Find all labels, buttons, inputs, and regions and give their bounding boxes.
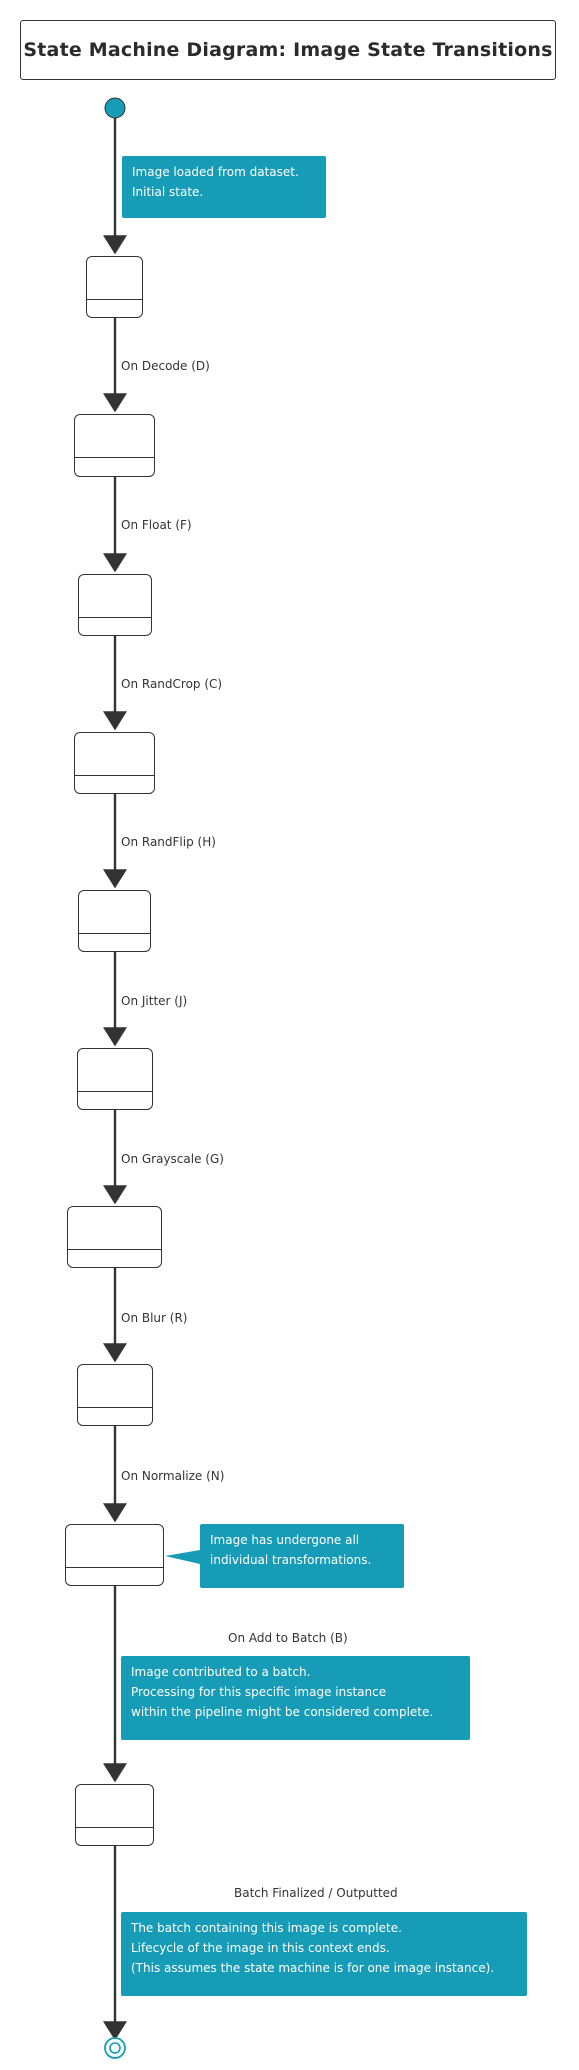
note-line: Image has undergone all xyxy=(210,1533,360,1547)
note-line: Processing for this specific image insta… xyxy=(131,1685,387,1699)
state-box-cropped xyxy=(74,732,155,794)
transition-label-randcrop: On RandCrop (C) xyxy=(121,677,223,691)
transition-label-jitter: On Jitter (J) xyxy=(121,994,188,1008)
diagram-title: State Machine Diagram: Image State Trans… xyxy=(23,39,553,61)
transition-label-float: On Float (F) xyxy=(121,518,192,532)
note-transformations-complete: Image has undergone all individual trans… xyxy=(200,1524,404,1588)
transition-label-decode: On Decode (D) xyxy=(121,359,210,373)
note-line: individual transformations. xyxy=(210,1553,372,1567)
state-box-float xyxy=(78,574,152,636)
note-line: Lifecycle of the image in this context e… xyxy=(131,1941,390,1955)
note-line: The batch containing this image is compl… xyxy=(131,1921,402,1935)
state-box-normalized xyxy=(65,1524,164,1586)
state-box-grayscale xyxy=(67,1206,162,1268)
transition-label-add-to-batch: On Add to Batch (B) xyxy=(228,1631,348,1645)
state-box-loaded xyxy=(86,256,143,318)
note-line: Image contributed to a batch. xyxy=(131,1665,311,1679)
initial-state-node xyxy=(104,97,126,119)
note-batch-contribution: Image contributed to a batch. Processing… xyxy=(121,1656,470,1740)
transition-label-grayscale: On Grayscale (G) xyxy=(121,1152,224,1166)
note-line: (This assumes the state machine is for o… xyxy=(131,1961,495,1975)
transition-label-randflip: On RandFlip (H) xyxy=(121,835,216,849)
note-line: Initial state. xyxy=(132,185,204,199)
state-box-batched xyxy=(75,1784,154,1846)
note-initial-state: Image loaded from dataset. Initial state… xyxy=(122,156,326,218)
transition-label-blur: On Blur (R) xyxy=(121,1311,188,1325)
note-line: Image loaded from dataset. xyxy=(132,165,299,179)
transition-label-finalized: Batch Finalized / Outputted xyxy=(234,1886,398,1900)
transition-label-normalize: On Normalize (N) xyxy=(121,1469,225,1483)
diagram-title-box: State Machine Diagram: Image State Trans… xyxy=(20,20,556,80)
note-line: within the pipeline might be considered … xyxy=(131,1705,434,1719)
note-lifecycle-end: The batch containing this image is compl… xyxy=(121,1912,527,1996)
state-box-jittered xyxy=(77,1048,153,1110)
final-state-node xyxy=(104,2037,126,2059)
state-box-decoded xyxy=(74,414,155,477)
state-box-flipped xyxy=(78,890,151,952)
state-box-blurred xyxy=(77,1364,153,1426)
note-pointer xyxy=(165,1550,200,1564)
